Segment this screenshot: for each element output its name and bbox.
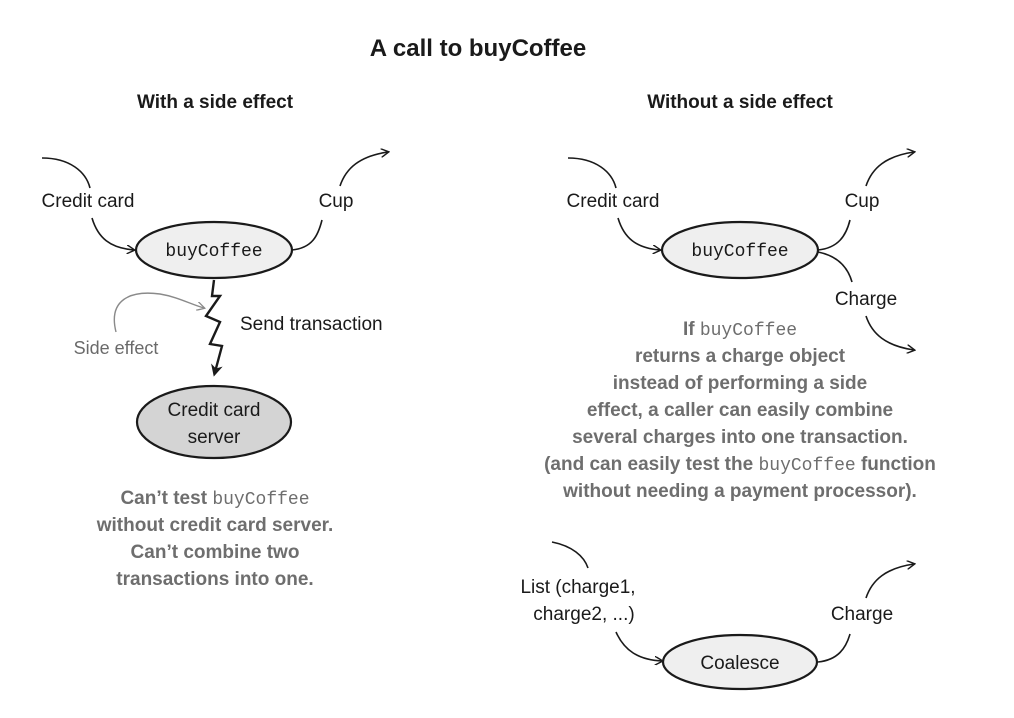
coalesce-node (661, 633, 819, 691)
credit-card-server-line2: server (188, 427, 241, 448)
coalesce-input-arrow-top (551, 541, 589, 569)
send-transaction-bolt (204, 279, 224, 377)
right-panel: Without a side effect Credit card Cup Ch… (520, 92, 936, 691)
left-heading: With a side effect (137, 92, 294, 113)
left-panel: With a side effect Credit card Cup buyCo… (42, 92, 388, 590)
right-caption-line4: effect, a caller can easily combine (587, 400, 893, 421)
side-effect-pointer-arrow (113, 292, 204, 333)
right-caption-line7: without needing a payment processor). (562, 481, 917, 502)
right-caption-line1-prefix: If (683, 319, 700, 340)
left-output-arrow-bottom (291, 219, 323, 251)
side-effect-label: Side effect (74, 338, 159, 358)
right-buycoffee-label: buyCoffee (691, 242, 788, 262)
left-buycoffee-node (134, 220, 294, 280)
coalesce-input-label-line2: charge2, ...) (533, 604, 634, 625)
right-heading: Without a side effect (647, 92, 833, 113)
right-output-arrow-bottom (817, 219, 851, 251)
right-caption-line2: returns a charge object (635, 346, 846, 367)
credit-card-server-line1: Credit card (168, 400, 261, 421)
right-output-label: Cup (845, 191, 880, 212)
coalesce-output-label: Charge (831, 604, 893, 625)
left-input-label: Credit card (42, 191, 135, 212)
right-charge-arrow (865, 315, 914, 350)
right-caption-line1-code: buyCoffee (700, 321, 797, 341)
left-buycoffee-label: buyCoffee (165, 242, 262, 262)
coalesce-output-arrow-bottom (817, 633, 851, 663)
right-caption-line6: (and can easily test the buyCoffee funct… (544, 454, 936, 476)
left-input-arrow-top (41, 157, 91, 189)
credit-card-server-node (135, 384, 293, 460)
right-input-label: Credit card (567, 191, 660, 212)
right-caption-line3: instead of performing a side (613, 373, 867, 394)
coalesce-input-label-line1: List (charge1, (520, 577, 635, 598)
right-caption-line5: several charges into one transaction. (572, 427, 908, 448)
coalesce-label: Coalesce (700, 653, 779, 674)
diagram-title: A call to buyCoffee (370, 35, 586, 62)
right-buycoffee-node (660, 220, 820, 280)
left-output-label: Cup (319, 191, 354, 212)
right-input-arrow (617, 217, 660, 250)
left-output-arrow (339, 152, 388, 187)
right-caption-line6-prefix: (and can easily test the (544, 454, 758, 475)
right-charge-arrow-top (817, 251, 853, 283)
coalesce-input-arrow (615, 631, 662, 661)
left-caption-line2: without credit card server. (96, 515, 334, 536)
left-caption-line1: Can’t test buyCoffee (120, 488, 309, 510)
send-transaction-label: Send transaction (240, 314, 383, 335)
right-charge-label: Charge (835, 289, 897, 310)
left-caption-line1-code: buyCoffee (212, 490, 309, 510)
left-caption-line3: Can’t combine two (131, 542, 300, 563)
left-input-arrow (91, 217, 134, 250)
coalesce-output-arrow (865, 564, 914, 599)
right-caption-line6-suffix: function (856, 454, 936, 475)
right-output-arrow (865, 152, 914, 187)
left-caption-line4: transactions into one. (116, 569, 313, 590)
right-caption-line6-code: buyCoffee (758, 456, 855, 476)
left-caption-line1-prefix: Can’t test (120, 488, 212, 509)
right-input-arrow-top (567, 157, 617, 189)
right-caption-line1: If buyCoffee (683, 319, 797, 341)
